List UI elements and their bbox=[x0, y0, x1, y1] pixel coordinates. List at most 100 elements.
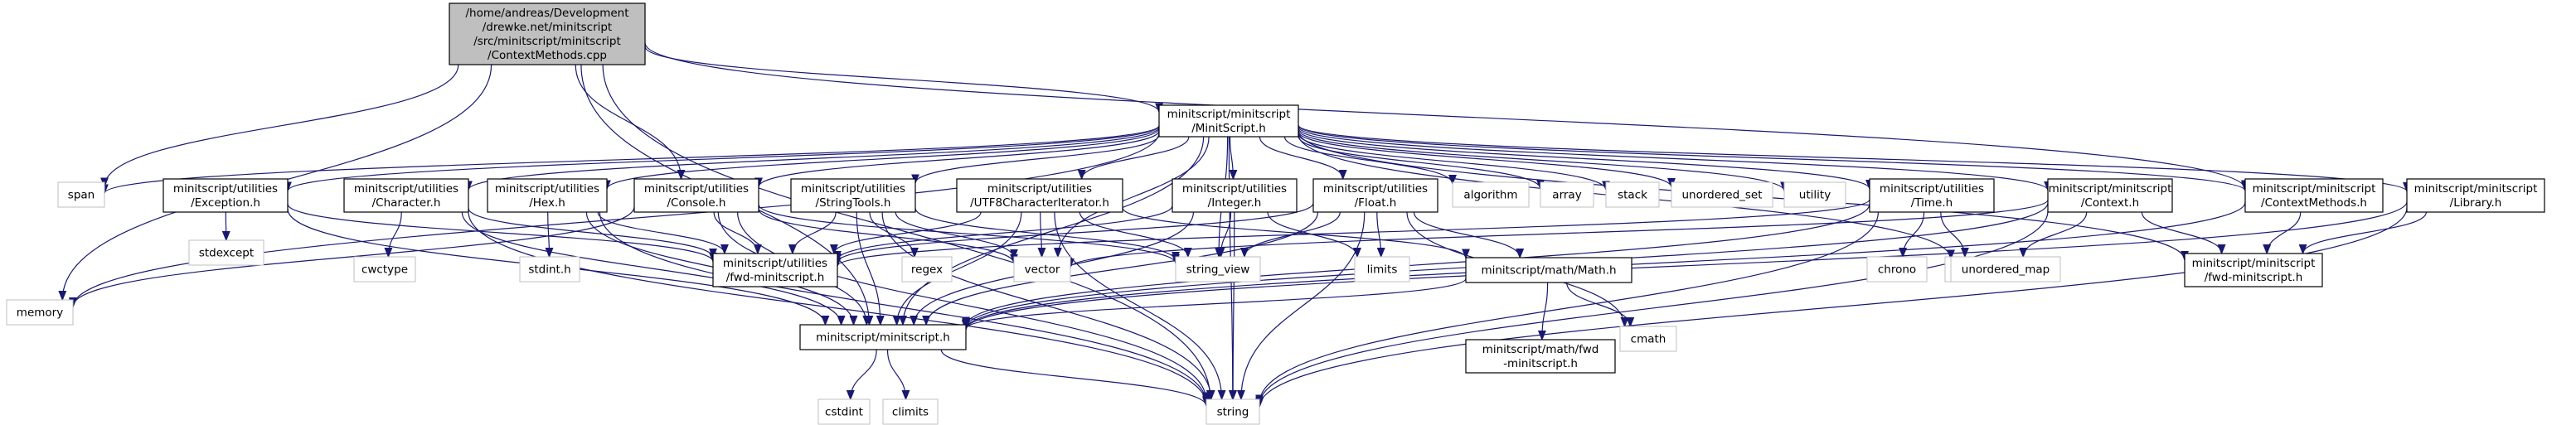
node-label-line: unordered_set bbox=[1681, 189, 1762, 202]
node-float[interactable]: minitscript/utilities/Float.h bbox=[1312, 178, 1438, 213]
node-label-line: /src/minitscript/minitscript bbox=[473, 35, 621, 48]
node-root[interactable]: /home/andreas/Development/drewke.net/min… bbox=[449, 2, 646, 65]
node-label-line: /ContextMethods.h bbox=[2261, 196, 2367, 210]
edge-hex-to-string bbox=[599, 211, 1206, 403]
node-contextmethods[interactable]: minitscript/minitscript/ContextMethods.h bbox=[2244, 178, 2384, 213]
node-label-line: cstdint bbox=[825, 406, 863, 419]
edge-hex-to-fwd_utilities bbox=[597, 211, 725, 254]
edge-utf8-to-vector bbox=[1041, 211, 1042, 257]
edge-exception-to-fwd_utilities bbox=[287, 203, 713, 263]
edge-minitscript_lower-to-cstdint bbox=[851, 349, 877, 399]
node-label-line: /StringTools.h bbox=[816, 196, 891, 210]
edge-minitscript_h_top-to-stringtools bbox=[915, 134, 1160, 184]
dependency-edges bbox=[62, 42, 2427, 408]
node-label-line: span bbox=[68, 189, 95, 202]
node-label-line: minitscript/minitscript bbox=[2192, 257, 2316, 270]
node-time[interactable]: minitscript/utilities/Time.h bbox=[1869, 178, 1995, 213]
node-stringtools[interactable]: minitscript/utilities/StringTools.h bbox=[790, 178, 916, 213]
node-label-line: /Character.h bbox=[372, 196, 441, 210]
edge-utf8-to-fwd_utilities bbox=[834, 211, 982, 254]
node-label-line: /ContextMethods.cpp bbox=[488, 49, 607, 62]
node-label-line: minitscript/minitscript.h bbox=[816, 331, 950, 345]
node-fwd-minitscript[interactable]: minitscript/minitscript/fwd-minitscript.… bbox=[2184, 253, 2323, 287]
node-label-line: stdexcept bbox=[199, 247, 254, 260]
node-minitscript-lower[interactable]: minitscript/minitscript.h bbox=[799, 324, 967, 350]
node-label-line: /Console.h bbox=[667, 196, 726, 210]
node-integer[interactable]: minitscript/utilities/Integer.h bbox=[1172, 178, 1298, 213]
node-cwctype: cwctype bbox=[353, 256, 416, 283]
edge-utf8-to-minitscript_lower bbox=[897, 211, 1022, 325]
edge-float-to-string bbox=[1241, 211, 1366, 399]
edge-time-to-string bbox=[1259, 211, 1879, 403]
node-label-line: minitscript/utilities bbox=[1323, 182, 1428, 196]
node-label-line: /Library.h bbox=[2450, 196, 2502, 210]
edge-minitscript_h_top-to-context bbox=[1298, 126, 2048, 191]
node-label-line: vector bbox=[1025, 263, 1060, 277]
node-utf8[interactable]: minitscript/utilities/UTF8CharacterItera… bbox=[956, 178, 1123, 213]
node-label-line: algorithm bbox=[1463, 189, 1517, 202]
edge-stringtools-to-fwd_utilities bbox=[793, 211, 837, 254]
node-label-line: minitscript/minitscript bbox=[2414, 182, 2538, 196]
node-label-line: -minitscript.h bbox=[1503, 357, 1578, 370]
edge-root-to-console bbox=[575, 64, 681, 179]
edge-minitscript_h_top-to-array bbox=[1298, 136, 1540, 190]
node-label-line: /Float.h bbox=[1355, 196, 1397, 210]
edge-minitscript_h_top-to-utility bbox=[1298, 129, 1784, 191]
node-climits: climits bbox=[882, 398, 939, 425]
node-label-line: minitscript/utilities bbox=[495, 182, 599, 196]
edge-root-to-contextmethods bbox=[644, 42, 2245, 190]
node-label-line: utility bbox=[1799, 189, 1831, 202]
node-minitscript-h-top[interactable]: minitscript/minitscript/MinitScript.h bbox=[1158, 104, 1299, 138]
edge-minitscript_lower-to-climits bbox=[886, 349, 906, 399]
node-exception[interactable]: minitscript/utilities/Exception.h bbox=[163, 178, 289, 213]
node-label-line: minitscript/minitscript bbox=[2253, 182, 2376, 196]
edge-contextmethods-to-fwd_minitscript bbox=[2267, 211, 2302, 254]
node-character[interactable]: minitscript/utilities/Character.h bbox=[343, 178, 469, 213]
edge-minitscript_h_top-to-unordered_set bbox=[1298, 131, 1671, 188]
edge-character-to-cwctype bbox=[388, 211, 402, 257]
edge-character-to-fwd_utilities bbox=[468, 208, 713, 258]
node-label-line: /Exception.h bbox=[191, 196, 260, 210]
node-hex[interactable]: minitscript/utilities/Hex.h bbox=[487, 178, 608, 213]
edge-library-to-string bbox=[1259, 207, 2408, 408]
node-label-line: minitscript/minitscript bbox=[2049, 182, 2172, 196]
edge-console-to-string_view bbox=[758, 204, 1176, 264]
node-chrono: chrono bbox=[1866, 256, 1928, 283]
node-math[interactable]: minitscript/math/Math.h bbox=[1465, 257, 1632, 283]
edge-context-to-fwd_minitscript bbox=[2141, 211, 2221, 254]
node-label-line: cmath bbox=[1631, 333, 1666, 346]
node-label-line: /drewke.net/minitscript bbox=[483, 21, 612, 34]
node-stack: stack bbox=[1605, 181, 1660, 208]
node-console[interactable]: minitscript/utilities/Console.h bbox=[633, 178, 759, 213]
node-context[interactable]: minitscript/minitscript/Context.h bbox=[2047, 178, 2173, 213]
edge-root-to-string bbox=[602, 64, 1210, 399]
node-label-line: chrono bbox=[1878, 263, 1916, 277]
edge-minitscript_h_top-to-stack bbox=[1298, 133, 1606, 191]
node-label-line: minitscript/utilities bbox=[644, 182, 749, 196]
node-regex: regex bbox=[901, 256, 953, 283]
node-stdexcept: stdexcept bbox=[188, 239, 264, 266]
edge-float-to-fwd_utilities bbox=[837, 203, 1314, 263]
node-fwd-math[interactable]: minitscript/math/fwd-minitscript.h bbox=[1465, 339, 1616, 374]
node-label-line: limits bbox=[1367, 263, 1398, 277]
node-label-line: minitscript/utilities bbox=[1880, 182, 1984, 196]
node-label-line: minitscript/minitscript bbox=[1167, 108, 1291, 121]
edge-minitscript_h_top-to-library bbox=[1298, 124, 2407, 192]
edge-minitscript_h_top-to-memory bbox=[73, 132, 1160, 307]
node-cmath: cmath bbox=[1619, 326, 1677, 352]
edge-stringtools-to-minitscript_lower bbox=[856, 211, 880, 325]
node-fwd-utilities[interactable]: minitscript/utilities/fwd-minitscript.h bbox=[712, 253, 838, 287]
node-label-line: stdint.h bbox=[528, 263, 570, 277]
edge-root-to-minitscript_h_top bbox=[644, 46, 1159, 113]
edge-minitscript_h_top-to-contextmethods bbox=[1298, 125, 2245, 191]
edge-minitscript_h_top-to-exception bbox=[288, 125, 1160, 191]
edge-console-to-fwd_utilities bbox=[713, 211, 758, 254]
node-label-line: minitscript/utilities bbox=[801, 182, 905, 196]
node-label-line: /Time.h bbox=[1911, 196, 1953, 210]
edge-minitscript_h_top-to-console bbox=[759, 130, 1160, 187]
file-nodes: /home/andreas/Development/drewke.net/min… bbox=[6, 2, 2545, 425]
edge-minitscript_h_top-to-integer bbox=[1230, 136, 1234, 179]
edge-library-to-minitscript_lower bbox=[966, 201, 2408, 330]
node-library[interactable]: minitscript/minitscript/Library.h bbox=[2406, 178, 2545, 213]
edge-time-to-minitscript_lower bbox=[966, 204, 1870, 326]
